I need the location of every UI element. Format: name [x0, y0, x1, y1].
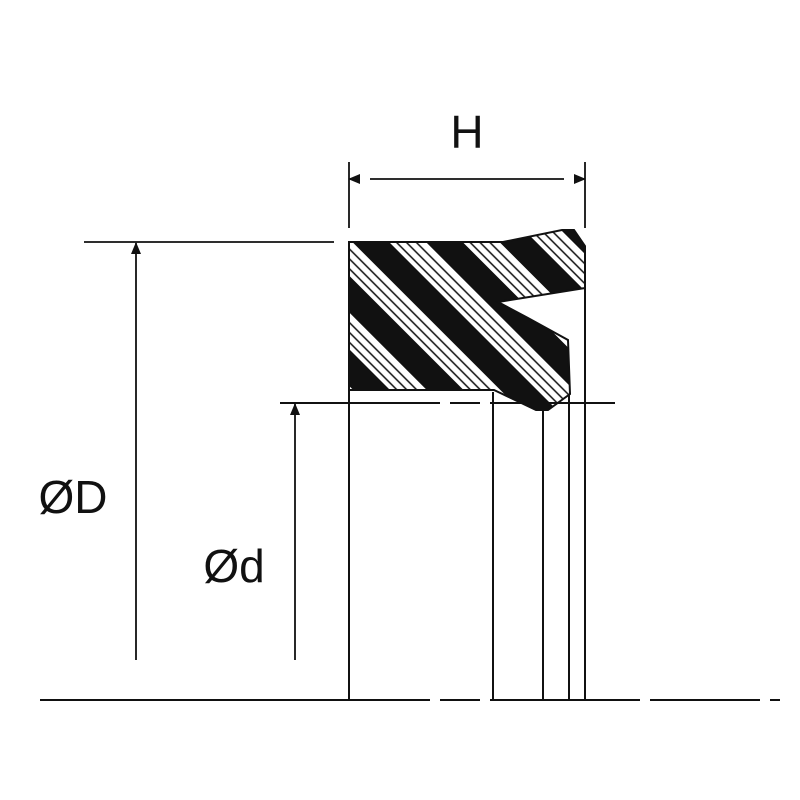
seal-body-lines — [348, 246, 586, 700]
outer-diameter-dimension — [84, 241, 334, 660]
height-label: H — [450, 106, 483, 158]
outer-diameter-label: ØD — [39, 471, 108, 523]
inner-diameter-label: Ød — [203, 540, 264, 592]
seal-profile — [348, 229, 586, 411]
height-dimension — [348, 162, 586, 228]
